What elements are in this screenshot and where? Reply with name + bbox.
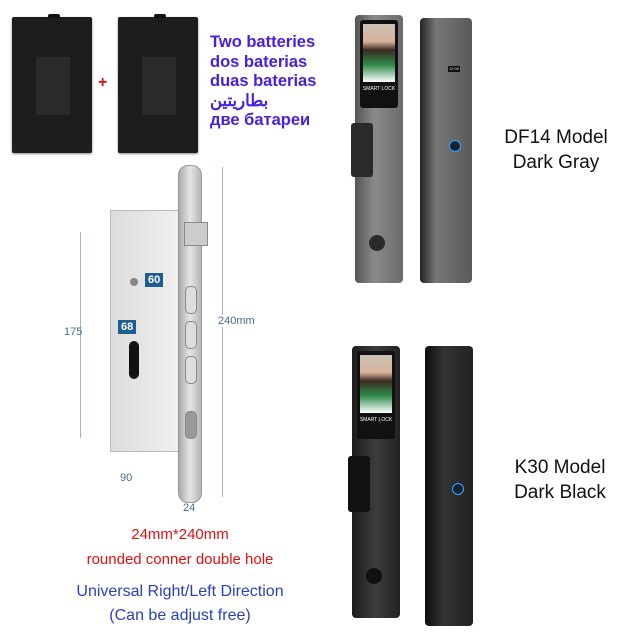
face-photo — [360, 355, 392, 413]
dim-175: 175 — [64, 326, 83, 338]
door-handle — [348, 456, 370, 512]
screen-label: SMART LOCK — [362, 86, 396, 92]
model-color: Dark Black — [514, 482, 606, 503]
screen-label: SMART LOCK — [359, 417, 393, 423]
df14-model-label: DF14 Model Dark Gray — [486, 125, 626, 175]
spec-description: rounded conner double hole — [86, 551, 274, 568]
time-display: 12:00 — [448, 66, 460, 72]
k30-lock-front: SMART LOCK — [348, 346, 400, 618]
cylinder-hole — [129, 341, 139, 379]
k30-model-label: K30 Model Dark Black — [490, 455, 630, 505]
dim-line — [80, 232, 81, 438]
latch-bolt — [184, 222, 208, 246]
caption-russian: две батареи — [210, 111, 311, 129]
dim-24: 24 — [183, 502, 196, 514]
dim-90: 90 — [120, 472, 133, 484]
face-photo — [363, 24, 395, 82]
df14-lock-front: SMART LOCK — [351, 15, 403, 283]
dim-60-tag: 60 — [145, 273, 164, 287]
dim-68-tag: 68 — [118, 320, 137, 334]
direction-note: (Can be adjust free) — [109, 607, 251, 624]
df14-lock-side: 12:00 — [420, 18, 472, 283]
direction-text: Universal Right/Left Direction — [76, 583, 284, 600]
model-name: DF14 Model — [504, 127, 608, 148]
caption-arabic: بطاريتين — [210, 91, 269, 110]
plus-sign: + — [98, 74, 108, 91]
model-color: Dark Gray — [512, 152, 600, 173]
door-handle — [351, 123, 373, 177]
model-name: K30 Model — [514, 457, 606, 478]
battery-image — [118, 14, 198, 153]
fingerprint-sensor — [452, 483, 464, 495]
caption-portuguese: duas baterias — [210, 72, 317, 90]
dim-line — [222, 167, 223, 497]
spindle-hole — [130, 278, 138, 286]
fingerprint-sensor — [449, 140, 461, 152]
battery-image — [12, 14, 92, 153]
caption-english: Two batteries — [210, 33, 316, 51]
faceplate — [178, 165, 202, 503]
battery-caption: Two batteries dos baterias duas baterias… — [210, 33, 316, 131]
key-cover — [366, 568, 382, 584]
k30-lock-side — [425, 346, 473, 626]
key-cover — [369, 235, 385, 251]
dim-240: 240mm — [218, 315, 255, 327]
caption-spanish: dos baterias — [210, 52, 308, 71]
spec-size: 24mm*240mm — [131, 526, 229, 543]
